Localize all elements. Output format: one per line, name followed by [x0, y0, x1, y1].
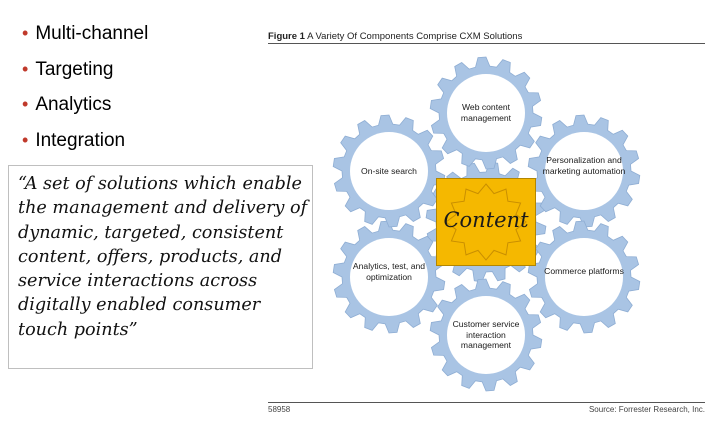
bullet-item: • Targeting: [22, 52, 148, 88]
gear-customer-service-icon: [429, 278, 543, 392]
definition-quote: “A set of solutions which enable the man…: [8, 165, 313, 369]
figure-number: Figure 1: [268, 31, 305, 42]
bullet-dot-icon: •: [22, 129, 29, 150]
bullet-dot-icon: •: [22, 58, 29, 79]
source-note: Source: Forrester Research, Inc.: [588, 405, 705, 414]
content-label: Content: [443, 208, 529, 232]
gear-personalization-label: Personalization and marketing automation: [542, 155, 626, 176]
figure-bottom-rule: [268, 402, 705, 403]
gear-web-content-label: Web content management: [460, 102, 512, 123]
gear-personalization-icon: [527, 114, 641, 228]
gear-analytics-icon: [332, 220, 446, 334]
gear-commerce-label: Commerce platforms: [544, 266, 624, 277]
gear-onsite-search-icon: [332, 114, 446, 228]
bullet-text: Targeting: [35, 58, 114, 80]
gear-onsite-search-label: On-site search: [361, 165, 417, 176]
gear-analytics-label: Analytics, test, and optimization: [352, 261, 426, 282]
bullet-dot-icon: •: [22, 94, 29, 114]
bullet-dot-icon: •: [22, 23, 29, 43]
gears-group: [332, 56, 641, 392]
content-box: [436, 178, 536, 266]
gear-web-content-icon: [429, 56, 543, 170]
bullet-item: • Integration: [22, 123, 148, 159]
bullet-text: Multi-channel: [35, 23, 149, 44]
doc-id: 58958: [268, 405, 291, 414]
content-star-icon: [445, 183, 527, 261]
bullet-item: • Multi-channel: [22, 16, 148, 52]
gear-commerce-icon: [527, 220, 641, 334]
bullet-text: Integration: [35, 129, 126, 151]
figure-title: Figure 1 A Variety Of Components Compris…: [268, 31, 522, 42]
figure-caption: A Variety Of Components Comprise CXM Sol…: [307, 31, 523, 42]
bullet-item: • Analytics: [22, 87, 148, 123]
bullet-text: Analytics: [35, 94, 112, 115]
gear-customer-service-label: Customer service interaction management: [452, 319, 520, 351]
figure-top-rule: [268, 43, 705, 44]
bullet-list: • Multi-channel • Targeting • Analytics • In…: [22, 16, 148, 158]
